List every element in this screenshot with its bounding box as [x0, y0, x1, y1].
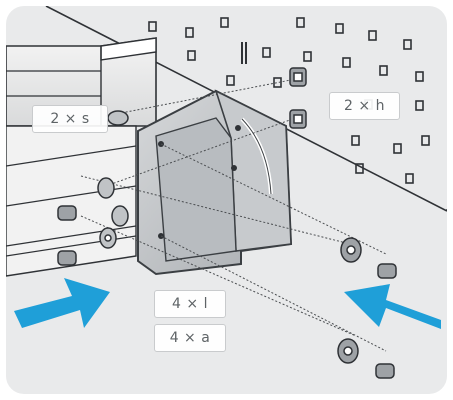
label-h: 2 × h	[329, 92, 400, 120]
assembly-guides	[80, 77, 387, 352]
cage-nuts	[289, 67, 307, 129]
diagram-panel: 2 × s 2 × h 4 × l 4 × a	[6, 6, 447, 394]
label-s: 2 × s	[32, 105, 108, 133]
right-hardware	[337, 237, 397, 379]
assembly-diagram	[6, 6, 447, 379]
left-hardware	[57, 110, 129, 266]
rack-frame	[6, 37, 157, 277]
perforated-panel-slots	[148, 17, 430, 184]
label-l: 4 × l	[154, 290, 226, 318]
label-a: 4 × a	[154, 324, 226, 352]
direction-arrows	[14, 278, 441, 329]
angle-bracket	[137, 89, 293, 276]
